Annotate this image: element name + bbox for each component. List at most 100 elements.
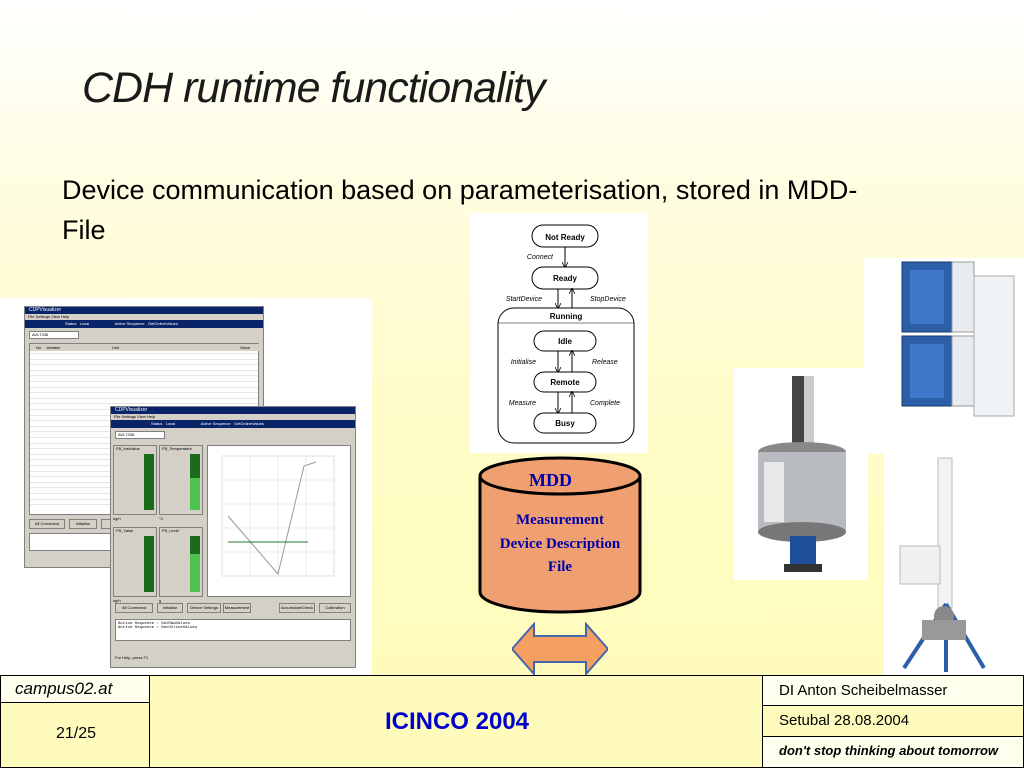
- back-col-unit: Unit: [112, 345, 120, 350]
- front-all-command-button[interactable]: All Command: [115, 603, 153, 613]
- transition-stopdevice-label: StopDevice: [590, 296, 626, 303]
- device-photos: [734, 258, 1024, 676]
- table-row: [30, 392, 258, 394]
- transition-release-label: Release: [592, 359, 618, 366]
- table-row: [30, 397, 258, 399]
- footer-conference-name: ICINCO 2004: [384, 708, 530, 735]
- back-status-label: Status: [65, 321, 77, 326]
- footer-left-bottom: 21/25: [0, 702, 150, 768]
- gauge-temperature-fill: [190, 478, 200, 510]
- front-status-value: Local: [165, 421, 176, 426]
- back-col-variable: Variable: [46, 345, 61, 350]
- footer-center: ICINCO 2004: [149, 675, 763, 768]
- front-active-seq-value: GetOnlineValues: [233, 421, 264, 426]
- state-remote-box: [533, 371, 597, 393]
- state-not-ready-label: Not Ready: [545, 233, 585, 242]
- transition-initialise-label: Initialise: [511, 359, 536, 366]
- gauge-level-unit: g: [159, 598, 162, 603]
- front-initialise-button[interactable]: Initialise: [157, 603, 183, 613]
- state-diagram: Not Ready Connect Ready StartDevice Stop…: [470, 213, 648, 453]
- transition-startdevice-label: StartDevice: [506, 296, 542, 303]
- gauge-instvalue-title: FB_InstValue: [116, 446, 140, 451]
- back-window-status-bar: Status Local Active Sequence GetOnlineVa…: [25, 320, 263, 328]
- table-row: [30, 364, 258, 366]
- gauge-temperature: FB_Temperature: [159, 445, 203, 515]
- front-help-text: For Help, press F1: [115, 655, 149, 660]
- table-row: [30, 386, 258, 388]
- gauge-temperature-unit: °C: [159, 516, 164, 521]
- transition-measure-label: Measure: [509, 400, 536, 407]
- state-diagram-svg: Not Ready Connect Ready StartDevice Stop…: [497, 224, 635, 444]
- gauge-value-unit: kg/h: [113, 598, 121, 603]
- gauge-temperature-title: FB_Temperature: [162, 446, 192, 451]
- footer-right-top: DI Anton Scheibelmasser: [762, 675, 1024, 706]
- back-active-seq-label: Active Sequence: [114, 321, 145, 326]
- front-window-title: CDPVisualizer: [111, 407, 355, 414]
- stand-device-photo: [884, 454, 1024, 676]
- front-window: CDPVisualizer File Settings View Help St…: [110, 406, 356, 668]
- trend-chart: [207, 445, 351, 597]
- front-calibration-button[interactable]: Calibration: [319, 603, 351, 613]
- mdd-description-line2: Device Description: [499, 536, 621, 552]
- front-device-select[interactable]: AVL7336: [115, 431, 165, 439]
- gauge-value-title: FB_Value: [116, 528, 134, 533]
- gauge-level: FB_Level: [159, 527, 203, 597]
- table-row: [30, 375, 258, 377]
- state-running-label: Running: [550, 312, 583, 321]
- footer-left-top: campus02.at: [0, 675, 150, 703]
- state-idle-box: [533, 330, 597, 352]
- back-status-value: Local: [79, 321, 90, 326]
- transition-connect-label: Connect: [527, 254, 554, 261]
- software-screenshot: CDPVisualizer File Settings View Help St…: [0, 298, 372, 676]
- mdd-label: MDD: [529, 470, 572, 490]
- transition-complete-label: Complete: [590, 400, 620, 407]
- state-remote-label: Remote: [550, 378, 580, 387]
- front-status-label: Status: [151, 421, 163, 426]
- footer-page-number: 21/25: [55, 725, 97, 742]
- footer-slogan: don't stop thinking about tomorrow: [779, 743, 999, 758]
- back-initialise-button[interactable]: Initialise: [69, 519, 97, 529]
- mdd-description-line3: File: [547, 559, 573, 575]
- back-col-no: No.: [36, 345, 43, 350]
- footer-right-middle: Setubal 28.08.2004: [762, 705, 1024, 737]
- cabinet-device-photo: [864, 258, 1024, 454]
- table-row: [30, 358, 258, 360]
- back-window-title: CDPVisualizer: [25, 307, 263, 314]
- mdd-description-line1: Measurement: [515, 512, 605, 528]
- gauge-level-fill: [190, 554, 200, 592]
- gauge-instvalue-unit: kg/h: [113, 516, 121, 521]
- table-row: [30, 381, 258, 382]
- front-accumulate-button[interactable]: AccumulateCheck: [279, 603, 315, 613]
- state-busy-box: [533, 412, 597, 434]
- back-all-command-button[interactable]: All Command: [29, 519, 65, 529]
- state-ready-box: [531, 266, 599, 290]
- front-window-menu: File Settings View Help: [114, 414, 156, 419]
- front-device-settings-button[interactable]: Device Settings: [187, 603, 221, 613]
- footer-author: DI Anton Scheibelmasser: [779, 682, 948, 699]
- double-arrow-icon: [510, 621, 610, 677]
- mdd-cylinder-shape: [478, 456, 642, 614]
- slide-title: CDH runtime functionality: [82, 64, 546, 112]
- table-row: [30, 369, 258, 371]
- footer-date-location: Setubal 28.08.2004: [779, 712, 910, 729]
- footer-campus-label: campus02.at: [15, 679, 113, 698]
- state-busy-label: Busy: [555, 419, 575, 428]
- front-measurement-button[interactable]: Measurement: [223, 603, 251, 613]
- front-active-seq-label: Active Sequence: [200, 421, 231, 426]
- gauge-value: FB_Value: [113, 527, 157, 597]
- mdd-cylinder: MDD Measurement Device Description File: [478, 456, 642, 614]
- back-active-seq-value: GetOnlineValues: [147, 321, 178, 326]
- gauge-instvalue: FB_InstValue: [113, 445, 157, 515]
- front-log-line: Active Sequence : GetRawValues: [118, 622, 191, 626]
- gauge-level-title: FB_Level: [162, 528, 179, 533]
- front-log-line: Active Sequence : GetOnlineValues: [118, 626, 198, 630]
- state-idle-label: Idle: [558, 337, 572, 346]
- state-ready-label: Ready: [553, 274, 578, 283]
- back-device-select[interactable]: AVL7336: [29, 331, 79, 339]
- back-window-menu: File Settings View Help: [28, 314, 70, 319]
- front-window-status-bar: Status Local Active Sequence GetOnlineVa…: [111, 420, 355, 428]
- table-row: [30, 353, 258, 354]
- front-log-area: Active Sequence : GetRawValues Active Se…: [115, 619, 351, 641]
- barrel-device-photo: [734, 368, 868, 580]
- footer-right-bottom: don't stop thinking about tomorrow: [762, 736, 1024, 768]
